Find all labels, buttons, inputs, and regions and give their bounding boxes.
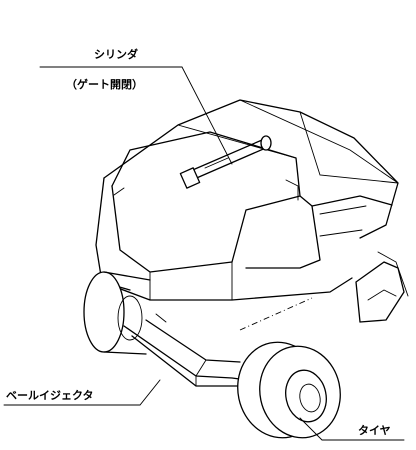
side-wheel [355, 251, 409, 323]
cylinder-label: シリンダ [94, 47, 138, 61]
bale-ejector-label: ベールイジェクタ [6, 389, 94, 402]
leader-lines [3, 66, 405, 441]
tire-leader [299, 417, 405, 441]
front-roller [83, 271, 151, 355]
bale-ejector-leader [3, 379, 161, 406]
gate-cylinder [179, 135, 272, 189]
cylinder-leader [39, 66, 233, 165]
tire-label: タイヤ [358, 424, 391, 437]
main-tire [237, 341, 341, 439]
cylinder-note-label: （ゲート開閉） [66, 77, 143, 91]
machine-body [95, 99, 399, 331]
